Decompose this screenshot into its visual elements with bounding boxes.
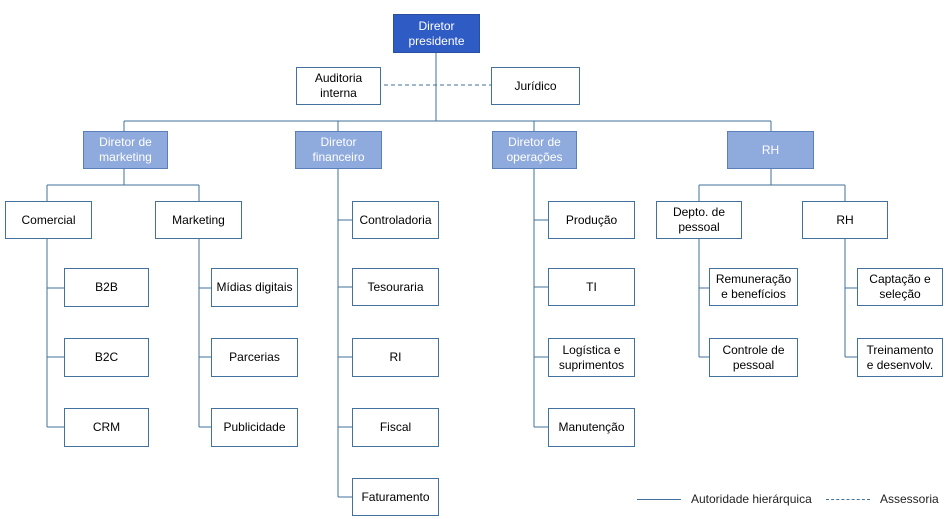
box-rh-director: RH <box>727 131 814 169</box>
box-ti: TI <box>548 268 635 306</box>
box-b2b: B2B <box>64 268 149 307</box>
box-captacao-selecao: Captação e seleção <box>857 268 943 306</box>
box-midias-digitais: Mídias digitais <box>211 268 298 307</box>
legend-solid: Autoridade hierárquica <box>637 492 812 506</box>
box-producao: Produção <box>548 201 635 239</box>
box-label: Treinamento e desenvolv. <box>866 342 934 372</box>
box-label: Auditoria interna <box>314 71 363 100</box>
box-crm: CRM <box>64 408 149 447</box>
legend-dashed-label: Assessoria <box>880 492 939 506</box>
box-label: Captação e seleção <box>869 272 931 301</box>
box-label: Controladoria <box>359 212 432 227</box>
box-label: Diretor financeiro <box>312 135 365 164</box>
box-label: Faturamento <box>361 489 430 504</box>
box-diretor-presidente: Diretor presidente <box>393 14 480 53</box>
box-label: Manutenção <box>558 420 625 434</box>
box-parcerias: Parcerias <box>211 338 298 377</box>
box-diretor-operacoes: Diretor de operações <box>492 131 577 169</box>
box-label: Diretor de marketing <box>99 135 152 164</box>
box-label: Tesouraria <box>367 279 424 294</box>
box-label: Fiscal <box>379 420 412 434</box>
box-manutencao: Manutenção <box>548 408 635 447</box>
box-b2c: B2C <box>64 338 149 377</box>
box-controladoria: Controladoria <box>352 201 439 239</box>
box-juridico: Jurídico <box>491 67 580 105</box>
box-marketing: Marketing <box>155 201 242 239</box>
box-faturamento: Faturamento <box>352 478 439 516</box>
box-label: Controle de pessoal <box>722 342 785 372</box>
box-label: Produção <box>565 212 618 227</box>
box-label: Marketing <box>172 212 225 227</box>
box-tesouraria: Tesouraria <box>352 268 439 306</box>
box-depto-pessoal: Depto. de pessoal <box>656 201 742 239</box>
box-label: B2C <box>94 350 119 364</box>
box-logistica: Logística e suprimentos <box>548 338 635 377</box>
box-auditoria-interna: Auditoria interna <box>296 67 381 105</box>
box-label: RI <box>389 350 402 364</box>
box-label: Logística e suprimentos <box>558 342 625 372</box>
box-label: Comercial <box>21 212 76 227</box>
box-fiscal: Fiscal <box>352 408 439 447</box>
box-remuneracao: Remuneração e benefícios <box>709 268 798 306</box>
box-label: RH <box>761 142 780 157</box>
box-label: Mídias digitais <box>216 280 293 294</box>
box-comercial: Comercial <box>5 201 92 239</box>
legend-dashed: Assessoria <box>826 492 939 506</box>
box-label: TI <box>586 279 597 294</box>
box-diretor-marketing: Diretor de marketing <box>83 131 168 169</box>
box-treinamento: Treinamento e desenvolv. <box>857 338 943 377</box>
dashed-line-icon <box>826 498 870 500</box>
box-rh: RH <box>802 201 888 239</box>
box-label: Parcerias <box>229 350 280 364</box>
box-label: CRM <box>92 420 121 434</box>
box-label: B2B <box>95 280 118 294</box>
box-label: Jurídico <box>514 78 557 93</box>
box-label: RH <box>836 212 854 227</box>
box-label: Depto. de pessoal <box>672 205 726 234</box>
solid-line-icon <box>637 498 681 500</box>
box-label: Remuneração e benefícios <box>715 272 792 301</box>
box-diretor-financeiro: Diretor financeiro <box>295 131 382 169</box>
box-ri: RI <box>352 338 439 377</box>
box-controle-pessoal: Controle de pessoal <box>709 338 798 377</box>
box-publicidade: Publicidade <box>211 408 298 447</box>
box-label: Publicidade <box>223 420 286 434</box>
box-label: Diretor presidente <box>408 18 465 48</box>
box-label: Diretor de operações <box>506 135 563 164</box>
legend-solid-label: Autoridade hierárquica <box>691 492 812 506</box>
